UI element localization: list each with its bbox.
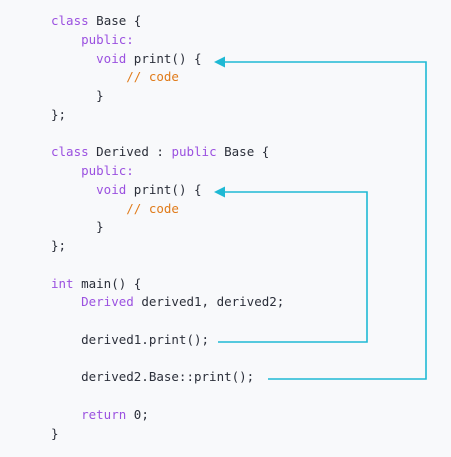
code-token: derived1, derived2; (133, 294, 285, 310)
keyword-token: int (51, 275, 74, 291)
comment-token: // code (51, 200, 179, 216)
keyword-token: public: (51, 163, 134, 178)
code-line-16: Derived derived1, derived2; (51, 294, 284, 310)
arrow-base-call (223, 61, 427, 380)
code-line-10: void print() { (51, 181, 202, 198)
keyword-token: public (171, 144, 217, 160)
keyword-token: Derived (51, 294, 134, 310)
code-token: } (51, 219, 104, 235)
code-token: print() { (126, 181, 202, 197)
keyword-token: class (51, 13, 89, 28)
code-token: print() { (126, 50, 202, 66)
code-line-11: // code (51, 201, 179, 217)
code-token: } (51, 425, 59, 441)
code-token: main() { (73, 275, 142, 291)
code-line-2: public: (51, 32, 134, 48)
code-line-9: public: (51, 163, 134, 179)
code-token: }; (51, 238, 67, 253)
comment-token: // code (51, 69, 179, 85)
code-token: Derived : (88, 144, 172, 160)
code-line-23: } (51, 426, 59, 442)
code-line-20: derived2.Base::print(); (51, 369, 254, 385)
code-token: derived1.print(); (51, 331, 210, 347)
code-token: }; (51, 106, 67, 122)
code-line-5: } (51, 88, 104, 104)
code-token: Base { (88, 13, 142, 28)
code-token: Base { (216, 144, 270, 160)
arrowhead-derived-print (214, 186, 225, 198)
code-token: 0; (126, 406, 149, 422)
code-line-13: }; (51, 238, 66, 254)
keyword-token: class (51, 144, 89, 160)
code-token: derived2.Base::print(); (51, 369, 255, 385)
code-line-22: return 0; (51, 407, 149, 423)
keyword-token: void (51, 181, 127, 197)
code-line-4: // code (51, 69, 179, 85)
keyword-token: void (51, 50, 127, 66)
arrow-derived-call (218, 191, 368, 343)
keyword-token: return (51, 406, 127, 422)
arrowhead-base-print (214, 56, 225, 68)
code-line-18: derived1.print(); (51, 332, 209, 348)
code-line-1: class Base { (51, 13, 141, 29)
code-line-6: }; (51, 107, 66, 123)
code-line-15: int main() { (51, 276, 141, 292)
code-line-8: class Derived : public Base { (51, 144, 269, 160)
code-line-12: } (51, 219, 104, 235)
keyword-token: public: (51, 31, 134, 47)
code-token: } (51, 88, 104, 103)
code-line-3: void print() { (51, 50, 202, 67)
